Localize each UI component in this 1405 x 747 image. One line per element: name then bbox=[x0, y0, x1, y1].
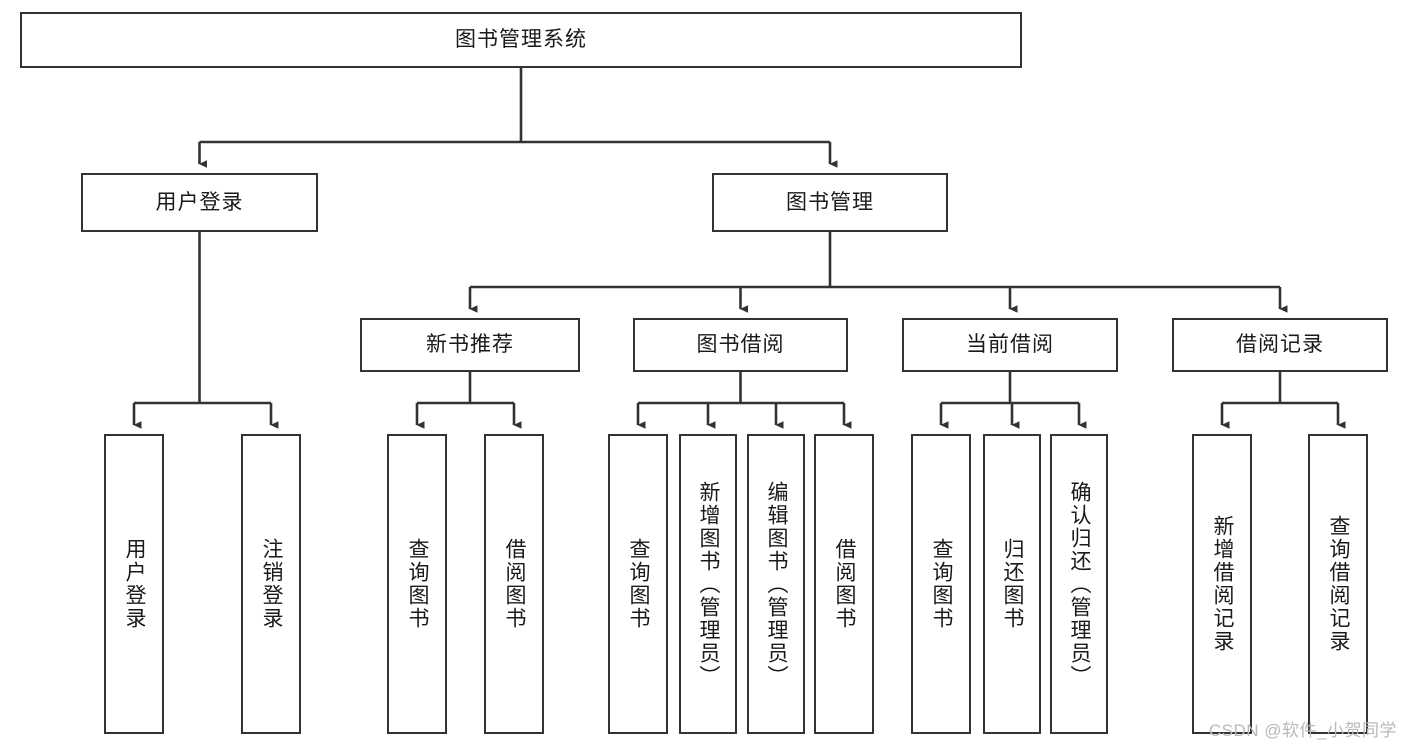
watermark: CSDN @软件_小贺同学 bbox=[1208, 721, 1397, 740]
node-user-login[interactable]: 用户登录 bbox=[81, 173, 318, 232]
node-leaf-user-logout[interactable]: 注销登录 bbox=[241, 434, 301, 734]
node-label: 确认归还（管理员） bbox=[1068, 480, 1092, 688]
node-leaf-borrow-book[interactable]: 借阅图书 bbox=[814, 434, 874, 734]
node-book-management[interactable]: 图书管理 bbox=[712, 173, 948, 232]
node-leaf-borrow-book-recommend[interactable]: 借阅图书 bbox=[484, 434, 544, 734]
node-label: 用户登录 bbox=[155, 190, 244, 214]
node-label: 借阅记录 bbox=[1236, 333, 1324, 357]
node-label: 图书管理系统 bbox=[455, 28, 587, 52]
node-current-borrow[interactable]: 当前借阅 bbox=[902, 318, 1118, 372]
node-label: 用户登录 bbox=[123, 538, 147, 630]
node-label: 借阅图书 bbox=[833, 538, 857, 630]
node-leaf-add-book-admin[interactable]: 新增图书（管理员） bbox=[679, 434, 737, 734]
node-leaf-query-borrow-record[interactable]: 查询借阅记录 bbox=[1308, 434, 1368, 734]
node-leaf-edit-book-admin[interactable]: 编辑图书（管理员） bbox=[747, 434, 805, 734]
node-label: 查询图书 bbox=[627, 538, 651, 630]
node-borrow-record[interactable]: 借阅记录 bbox=[1172, 318, 1388, 372]
node-label: 新书推荐 bbox=[426, 333, 514, 357]
node-label: 图书管理 bbox=[786, 190, 874, 214]
node-leaf-confirm-return-admin[interactable]: 确认归还（管理员） bbox=[1050, 434, 1108, 734]
node-label: 查询图书 bbox=[930, 538, 954, 630]
node-leaf-query-book-current[interactable]: 查询图书 bbox=[911, 434, 971, 734]
node-label: 借阅图书 bbox=[503, 538, 527, 630]
node-label: 图书借阅 bbox=[696, 333, 785, 357]
node-leaf-query-book-borrow[interactable]: 查询图书 bbox=[608, 434, 668, 734]
node-leaf-add-borrow-record[interactable]: 新增借阅记录 bbox=[1192, 434, 1252, 734]
node-leaf-return-book[interactable]: 归还图书 bbox=[983, 434, 1041, 734]
node-label: 注销登录 bbox=[260, 538, 284, 630]
node-label: 新增图书（管理员） bbox=[697, 480, 721, 688]
node-new-book-recommend[interactable]: 新书推荐 bbox=[360, 318, 580, 372]
node-book-borrow[interactable]: 图书借阅 bbox=[633, 318, 848, 372]
node-leaf-user-login[interactable]: 用户登录 bbox=[104, 434, 164, 734]
node-label: 编辑图书（管理员） bbox=[765, 480, 789, 688]
node-label: 当前借阅 bbox=[966, 333, 1054, 357]
node-label: 查询图书 bbox=[406, 538, 430, 630]
node-root[interactable]: 图书管理系统 bbox=[20, 12, 1022, 68]
node-label: 查询借阅记录 bbox=[1327, 515, 1351, 653]
node-leaf-query-book-recommend[interactable]: 查询图书 bbox=[387, 434, 447, 734]
node-label: 新增借阅记录 bbox=[1211, 515, 1235, 653]
node-label: 归还图书 bbox=[1001, 538, 1025, 630]
